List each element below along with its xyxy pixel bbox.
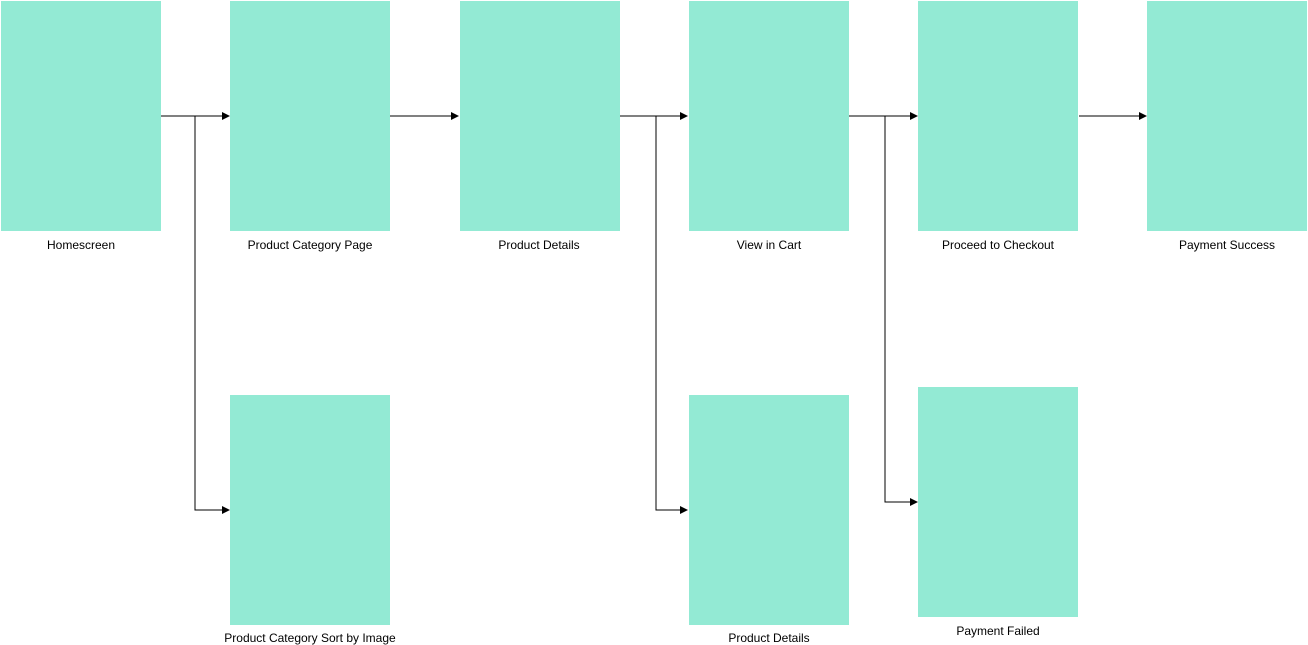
screen-homescreen[interactable] (1, 1, 161, 231)
screen-payment-success[interactable] (1147, 1, 1307, 231)
screen-label-product-details-2: Product Details (728, 631, 810, 645)
screen-proceed-to-checkout[interactable] (918, 1, 1078, 231)
edge-homescreen-to-product-category-sort-by-image (194, 116, 230, 514)
screen-label-proceed-to-checkout: Proceed to Checkout (941, 238, 1055, 252)
screen-product-details-2[interactable] (689, 395, 849, 625)
screen-label-product-category-sort-by-image: Product Category Sort by Image (224, 631, 396, 645)
screen-payment-failed[interactable] (918, 387, 1078, 617)
screen-label-product-category-page: Product Category Page (247, 238, 373, 252)
screen-view-in-cart[interactable] (689, 1, 849, 231)
screen-product-category-page[interactable] (230, 1, 390, 231)
edge-product-details-to-product-details-2 (655, 116, 688, 514)
screen-product-details[interactable] (460, 1, 620, 231)
screen-label-payment-success: Payment Success (1178, 238, 1276, 252)
screen-label-payment-failed: Payment Failed (956, 624, 1040, 638)
screen-label-product-details: Product Details (498, 238, 580, 252)
edge-view-in-cart-to-payment-failed (884, 116, 918, 506)
screen-product-category-sort-by-image[interactable] (230, 395, 390, 625)
screen-label-view-in-cart: View in Cart (736, 238, 802, 252)
screen-label-homescreen: Homescreen (46, 238, 116, 252)
